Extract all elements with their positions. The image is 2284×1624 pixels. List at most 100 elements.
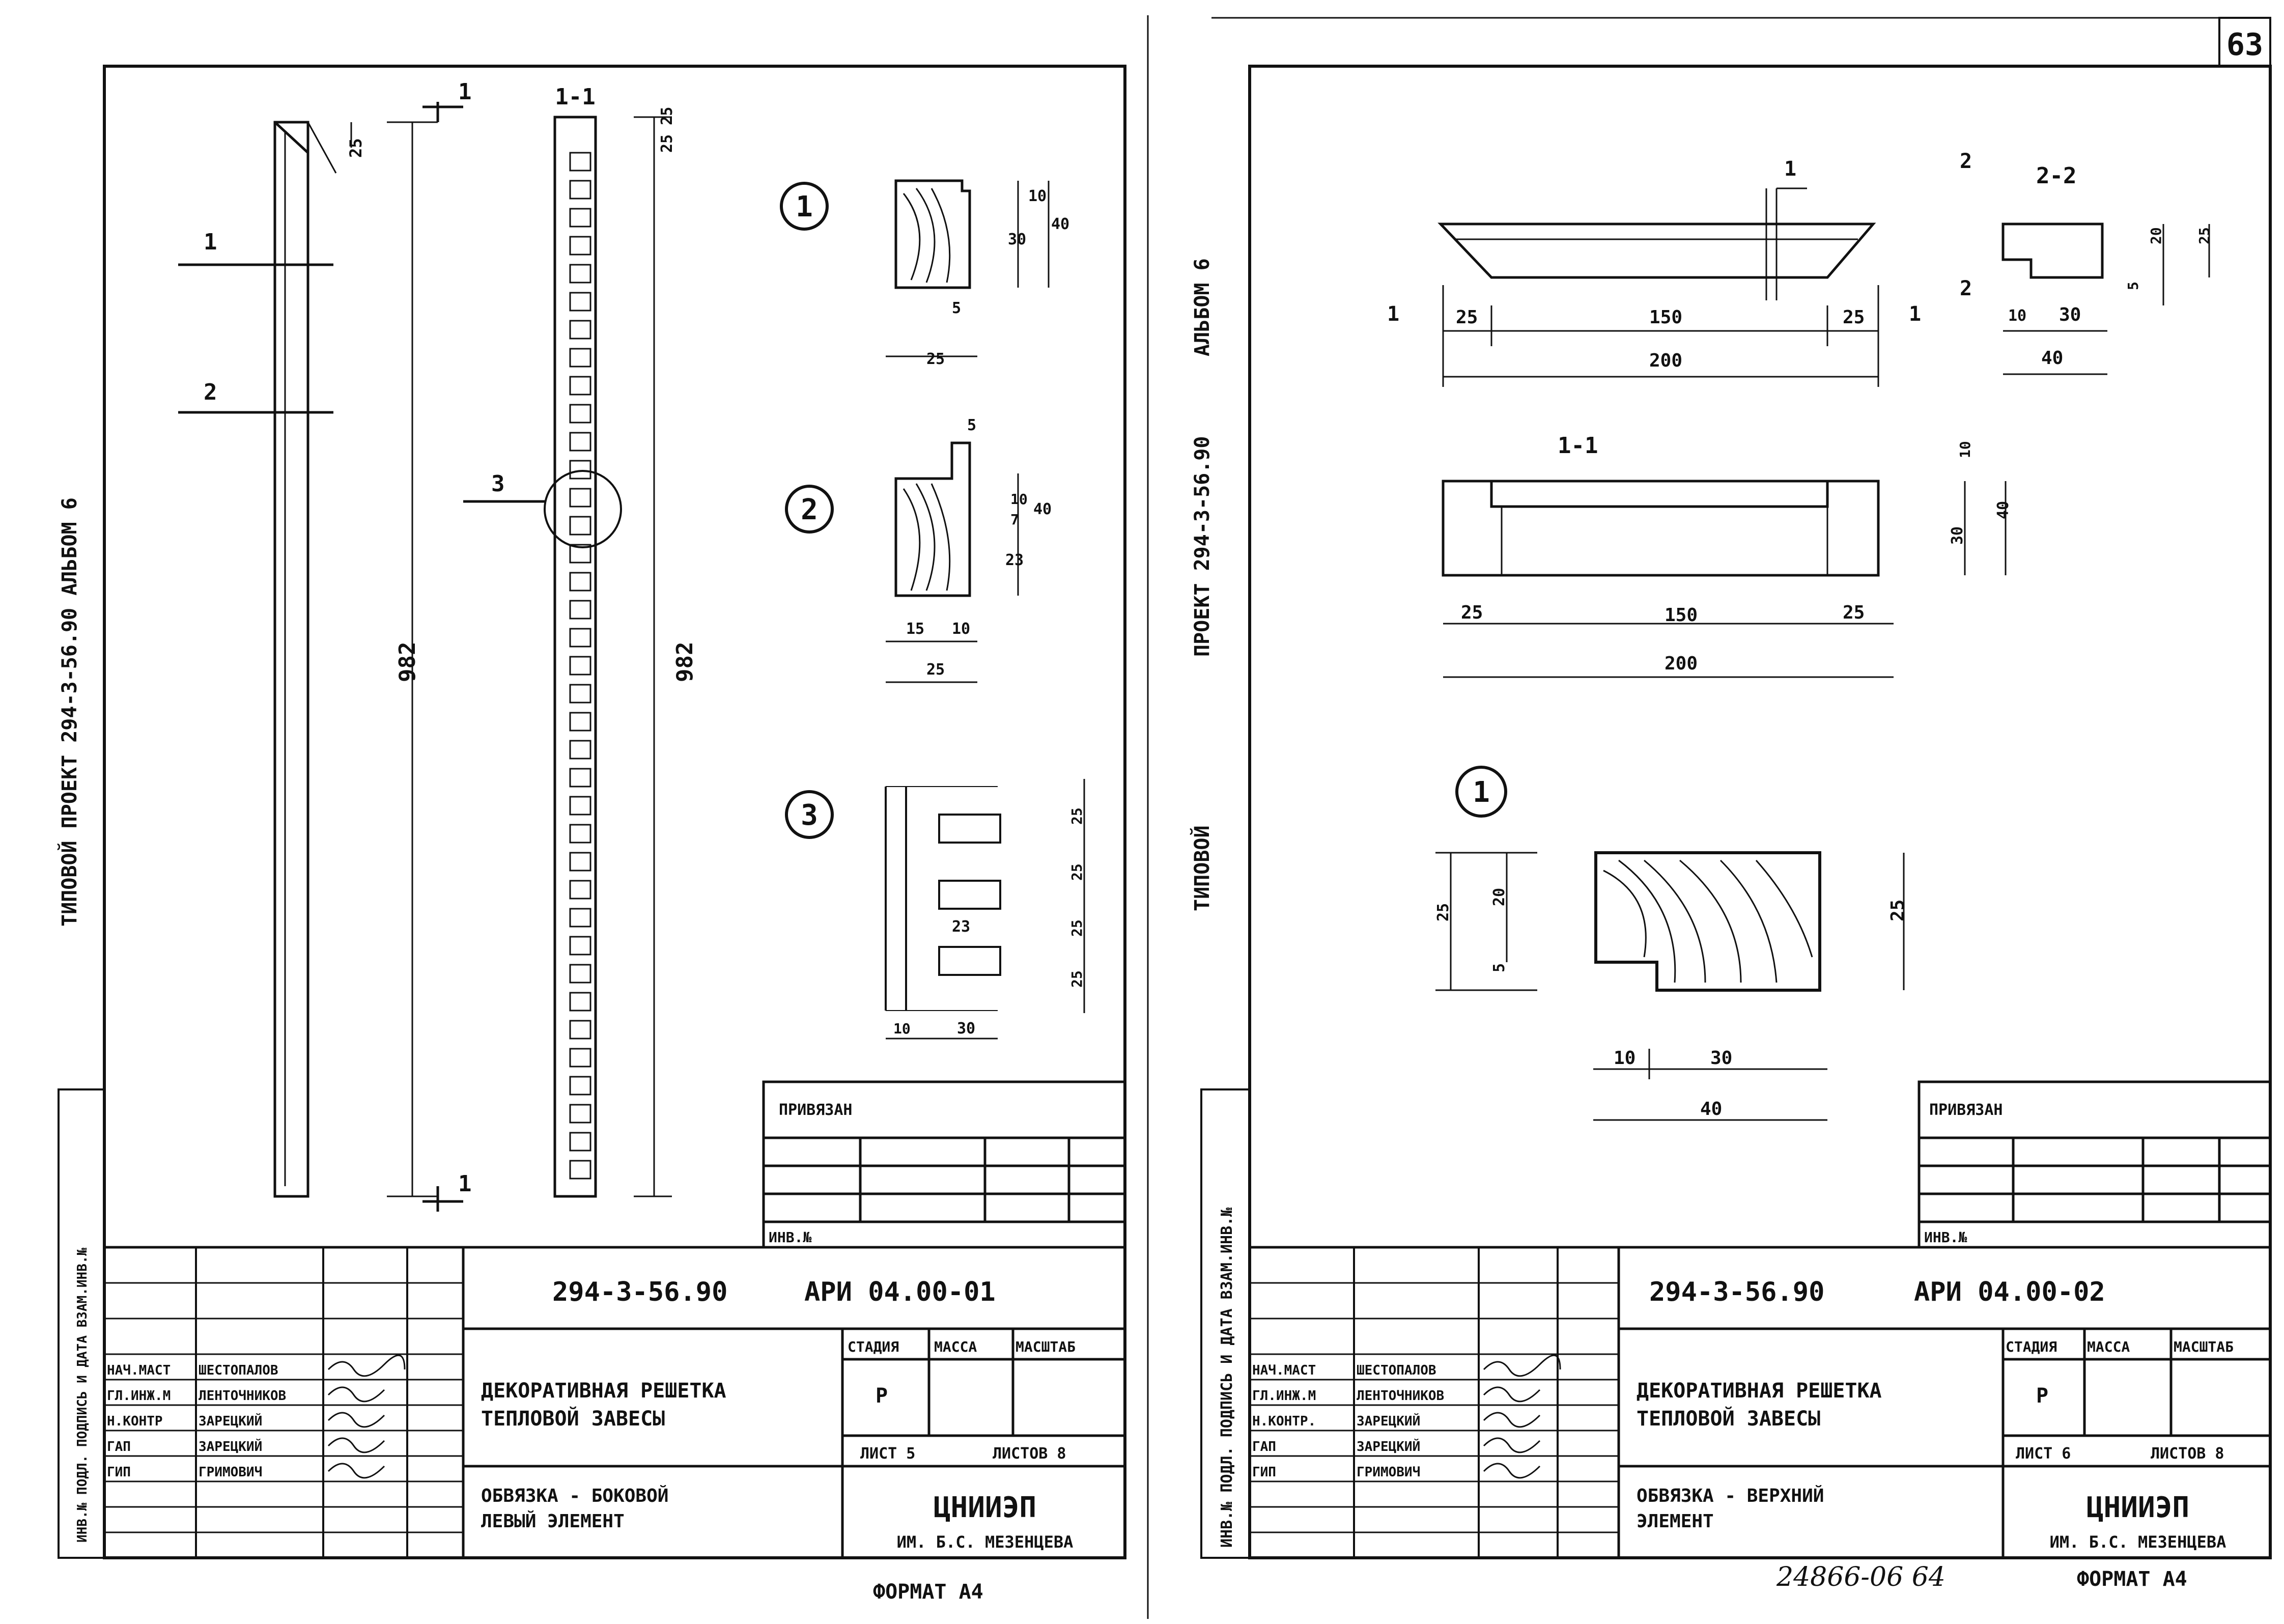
cut-1-right: 1 — [1909, 302, 1921, 326]
s22-dim-25: 25 — [2196, 227, 2213, 244]
slot — [569, 684, 591, 704]
slot — [569, 1048, 591, 1068]
title-block-left: 294-3-56.90 АРИ 04.00-01 НАЧ.МАСТ ГЛ.ИНЖ… — [103, 1246, 1126, 1559]
project-code-right: 294-3-56.90 — [1649, 1277, 1824, 1307]
detail-1: 1 10 30 40 5 25 — [780, 179, 1069, 368]
dim-982-left: 982 — [394, 642, 420, 682]
stage-header-right: СТАДИЯ — [2006, 1338, 2057, 1355]
slot — [569, 236, 591, 256]
mass-header-right: МАССА — [2087, 1338, 2130, 1355]
slot — [569, 208, 591, 228]
s22-dim-10: 10 — [2008, 307, 2026, 325]
sheet-code: АРИ 04.00-01 — [804, 1277, 996, 1307]
d1r-dim-25b: 25 — [1887, 900, 1908, 921]
slot — [569, 264, 591, 284]
left-margin: ТИПОВОЙ ПРОЕКТ 294-3-56.90 АЛЬБОМ 6 ИНВ.… — [57, 497, 105, 1559]
sheet-number: ЛИСТ 5 — [860, 1445, 915, 1463]
slot — [569, 908, 591, 928]
privyazan-label: ПРИВЯЗАН — [779, 1101, 853, 1119]
slot — [569, 824, 591, 844]
d1-dim-5: 5 — [952, 299, 961, 317]
inv-label-right: ИНВ.№ — [1924, 1229, 1967, 1246]
s22-dim-20: 20 — [2148, 227, 2164, 244]
section-2-2: 2 2 2-2 20 25 5 10 30 40 — [1960, 150, 2213, 375]
org-name: ЦНИИЭП — [934, 1491, 1036, 1524]
slot — [569, 852, 591, 872]
detail-3: 3 23 10 30 25 25 25 25 — [785, 779, 1085, 1040]
slot — [569, 656, 591, 676]
side-element-elevation — [178, 102, 463, 1212]
slot — [569, 628, 591, 648]
dim-25-25: 25 25 — [658, 107, 676, 153]
slot — [569, 376, 591, 396]
cut-1-label: 1 — [1784, 157, 1796, 181]
left-margin-text: ТИПОВОЙ ПРОЕКТ 294-3-56.90 АЛЬБОМ 6 — [57, 497, 81, 927]
slot — [569, 460, 591, 480]
scale-header-right: МАСШТАБ — [2174, 1338, 2234, 1355]
name-r-2: ЗАРЕЦКИЙ — [1357, 1413, 1420, 1429]
section-1-1-right-label: 1-1 — [1558, 433, 1598, 459]
subtitle-r-line-2: ЭЛЕМЕНТ — [1637, 1511, 1714, 1532]
left-sheet: 1 1 1 2 25 982 1-1 3 982 25 25 1 10 30 4… — [103, 79, 1126, 1604]
s22-dim-5: 5 — [2125, 282, 2141, 290]
sheets-total-right: ЛИСТОВ 8 — [2151, 1445, 2224, 1463]
role-r-2: Н.КОНТР. — [1252, 1414, 1316, 1429]
archive-number: 24866-06 64 — [1776, 1562, 1945, 1592]
cut-mark-top: 1 — [458, 79, 472, 105]
slot — [569, 572, 591, 592]
d1r-dim-30: 30 — [1710, 1048, 1732, 1069]
section-1-1-right: 1-1 10 30 40 25 150 25 200 — [1442, 433, 2012, 678]
org-name-sub: ИМ. Б.С. МЕЗЕНЦЕВА — [897, 1532, 1074, 1552]
slot — [569, 740, 591, 760]
sheet-borders — [103, 15, 2272, 1619]
slot — [569, 600, 591, 620]
subtitle-line-1: ОБВЯЗКА - БОКОВОЙ — [481, 1485, 668, 1506]
signatures-right — [1483, 1354, 1561, 1479]
subtitle-r-line-1: ОБВЯЗКА - ВЕРХНИЙ — [1637, 1485, 1824, 1506]
binding-block-right: ПРИВЯЗАН ИНВ.№ — [1918, 1080, 2272, 1249]
d3-dim-25d: 25 — [1068, 970, 1085, 988]
detail-1-right-label: 1 — [1473, 776, 1490, 809]
s11-dim-200: 200 — [1665, 653, 1698, 674]
role-gap: ГАП — [107, 1439, 131, 1454]
dim-982-right: 982 — [672, 642, 698, 682]
section-1-1-drawing — [463, 116, 672, 1198]
top-element-elevation — [1437, 187, 1879, 387]
signatures — [327, 1354, 406, 1479]
name-r-3: ЗАРЕЦКИЙ — [1357, 1438, 1420, 1454]
cut-mark-bottom: 1 — [458, 1171, 472, 1197]
top-dim-200: 200 — [1649, 350, 1682, 371]
cut-1-left: 1 — [1387, 302, 1399, 326]
d1-dim-30: 30 — [1008, 231, 1026, 248]
slot — [569, 516, 591, 536]
detail-2-label: 2 — [801, 493, 818, 526]
d1-dim-25: 25 — [926, 350, 945, 368]
binding-block-left: ПРИВЯЗАН ИНВ.№ — [762, 1080, 1126, 1249]
slot — [569, 544, 591, 564]
right-sheet: 1 1 1 25 150 25 200 2 2 2-2 20 25 5 10 3… — [1248, 150, 2272, 1592]
d1-dim-40: 40 — [1051, 215, 1069, 233]
role-nach: НАЧ.МАСТ — [107, 1363, 171, 1378]
stage-value-right: Р — [2036, 1384, 2048, 1408]
name-4: ГРИМОВИЧ — [199, 1465, 262, 1480]
d3-dim-23: 23 — [952, 918, 970, 936]
detail-1-right: 1 25 20 5 25 10 30 40 — [1434, 766, 1908, 1121]
d3-dim-30: 30 — [957, 1020, 975, 1038]
inv-label: ИНВ.№ — [769, 1229, 811, 1246]
d2-dim-15: 15 — [906, 620, 924, 638]
margin-albom: АЛЬБОМ 6 — [1191, 258, 1214, 356]
callout-3: 3 — [491, 471, 505, 497]
s11-dim-25a: 25 — [1461, 602, 1483, 623]
slot — [569, 348, 591, 368]
s22-dim-30: 30 — [2059, 304, 2081, 325]
top-dim-25a: 25 — [1456, 307, 1478, 328]
d1r-dim-25: 25 — [1434, 903, 1452, 921]
callout-2: 2 — [204, 379, 217, 405]
detail-3-label: 3 — [801, 799, 818, 832]
detail-1-label: 1 — [796, 190, 813, 223]
subtitle-line-2: ЛЕВЫЙ ЭЛЕМЕНТ — [481, 1510, 625, 1532]
format-label-right: ФОРМАТ А4 — [2077, 1567, 2187, 1591]
d2-dim-25: 25 — [926, 661, 945, 679]
stage-header: СТАДИЯ — [848, 1338, 899, 1355]
title-block-right: 294-3-56.90 АРИ 04.00-02 НАЧ.МАСТ ГЛ.ИНЖ… — [1248, 1246, 2272, 1559]
